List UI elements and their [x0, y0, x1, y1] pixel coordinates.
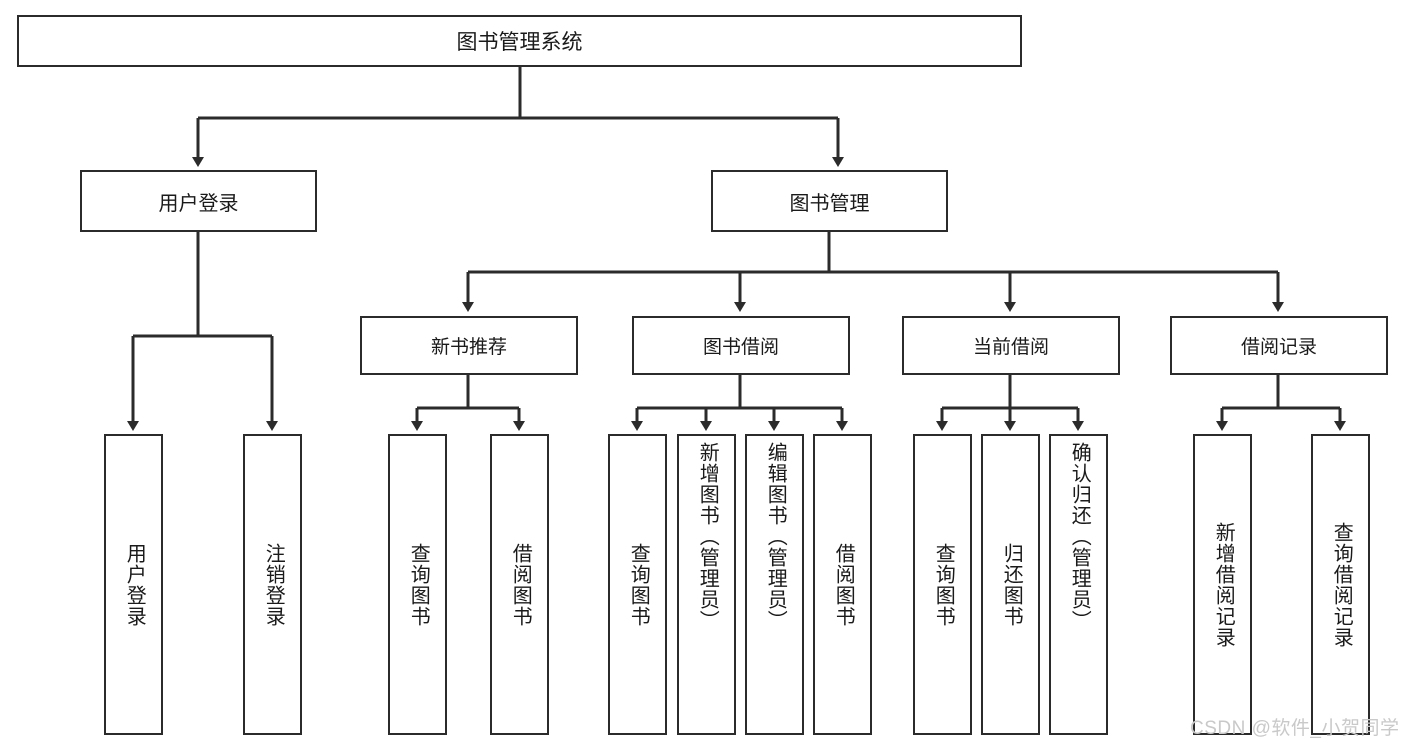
node-current-borrow[interactable]: 当前借阅: [902, 316, 1120, 375]
node-book-management[interactable]: 图书管理: [711, 170, 948, 232]
node-label: 编辑图书（管理员）: [764, 442, 787, 631]
node-label: 新书推荐: [430, 337, 507, 358]
leaf-user-login-login[interactable]: 用户登录: [104, 434, 163, 735]
leaf-borrow-record-query-record[interactable]: 查询借阅记录: [1311, 434, 1370, 735]
node-label: 注销登录: [262, 542, 285, 627]
leaf-current-borrow-confirm-return-admin[interactable]: 确认归还（管理员）: [1049, 434, 1108, 735]
node-label: 借阅记录: [1240, 337, 1317, 358]
node-label: 新增借阅记录: [1212, 521, 1235, 648]
node-label: 新增图书（管理员）: [696, 442, 719, 631]
leaf-new-book-borrow-book[interactable]: 借阅图书: [490, 434, 549, 735]
leaf-book-borrow-query-book[interactable]: 查询图书: [608, 434, 667, 735]
node-label: 归还图书: [1000, 542, 1023, 627]
node-label: 确认归还（管理员）: [1068, 442, 1091, 631]
leaf-current-borrow-query-book[interactable]: 查询图书: [913, 434, 972, 735]
node-label: 查询图书: [627, 542, 650, 627]
node-label: 当前借阅: [972, 337, 1049, 358]
node-user-login[interactable]: 用户登录: [80, 170, 317, 232]
node-label: 借阅图书: [832, 542, 855, 627]
node-label: 用户登录: [123, 542, 146, 627]
node-label: 借阅图书: [509, 542, 532, 627]
leaf-new-book-query-book[interactable]: 查询图书: [388, 434, 447, 735]
leaf-book-borrow-borrow-book[interactable]: 借阅图书: [813, 434, 872, 735]
node-new-book-recommend[interactable]: 新书推荐: [360, 316, 578, 375]
node-label: 查询借阅记录: [1330, 521, 1353, 648]
node-label: 图书管理系统: [456, 31, 583, 54]
leaf-book-borrow-add-book-admin[interactable]: 新增图书（管理员）: [677, 434, 736, 735]
node-book-borrow[interactable]: 图书借阅: [632, 316, 850, 375]
leaf-user-login-logout[interactable]: 注销登录: [243, 434, 302, 735]
node-label: 图书借阅: [702, 337, 779, 358]
node-root-book-management-system[interactable]: 图书管理系统: [17, 15, 1022, 67]
node-label: 用户登录: [158, 192, 239, 215]
watermark-text: CSDN @软件_小贺同学: [1190, 718, 1400, 739]
node-label: 图书管理: [789, 192, 870, 215]
leaf-borrow-record-add-record[interactable]: 新增借阅记录: [1193, 434, 1252, 735]
node-label: 查询图书: [407, 542, 430, 627]
csdn-watermark: CSDN @软件_小贺同学: [1190, 713, 1399, 740]
node-label: 查询图书: [932, 542, 955, 627]
leaf-current-borrow-return-book[interactable]: 归还图书: [981, 434, 1040, 735]
leaf-book-borrow-edit-book-admin[interactable]: 编辑图书（管理员）: [745, 434, 804, 735]
node-borrow-record[interactable]: 借阅记录: [1170, 316, 1388, 375]
